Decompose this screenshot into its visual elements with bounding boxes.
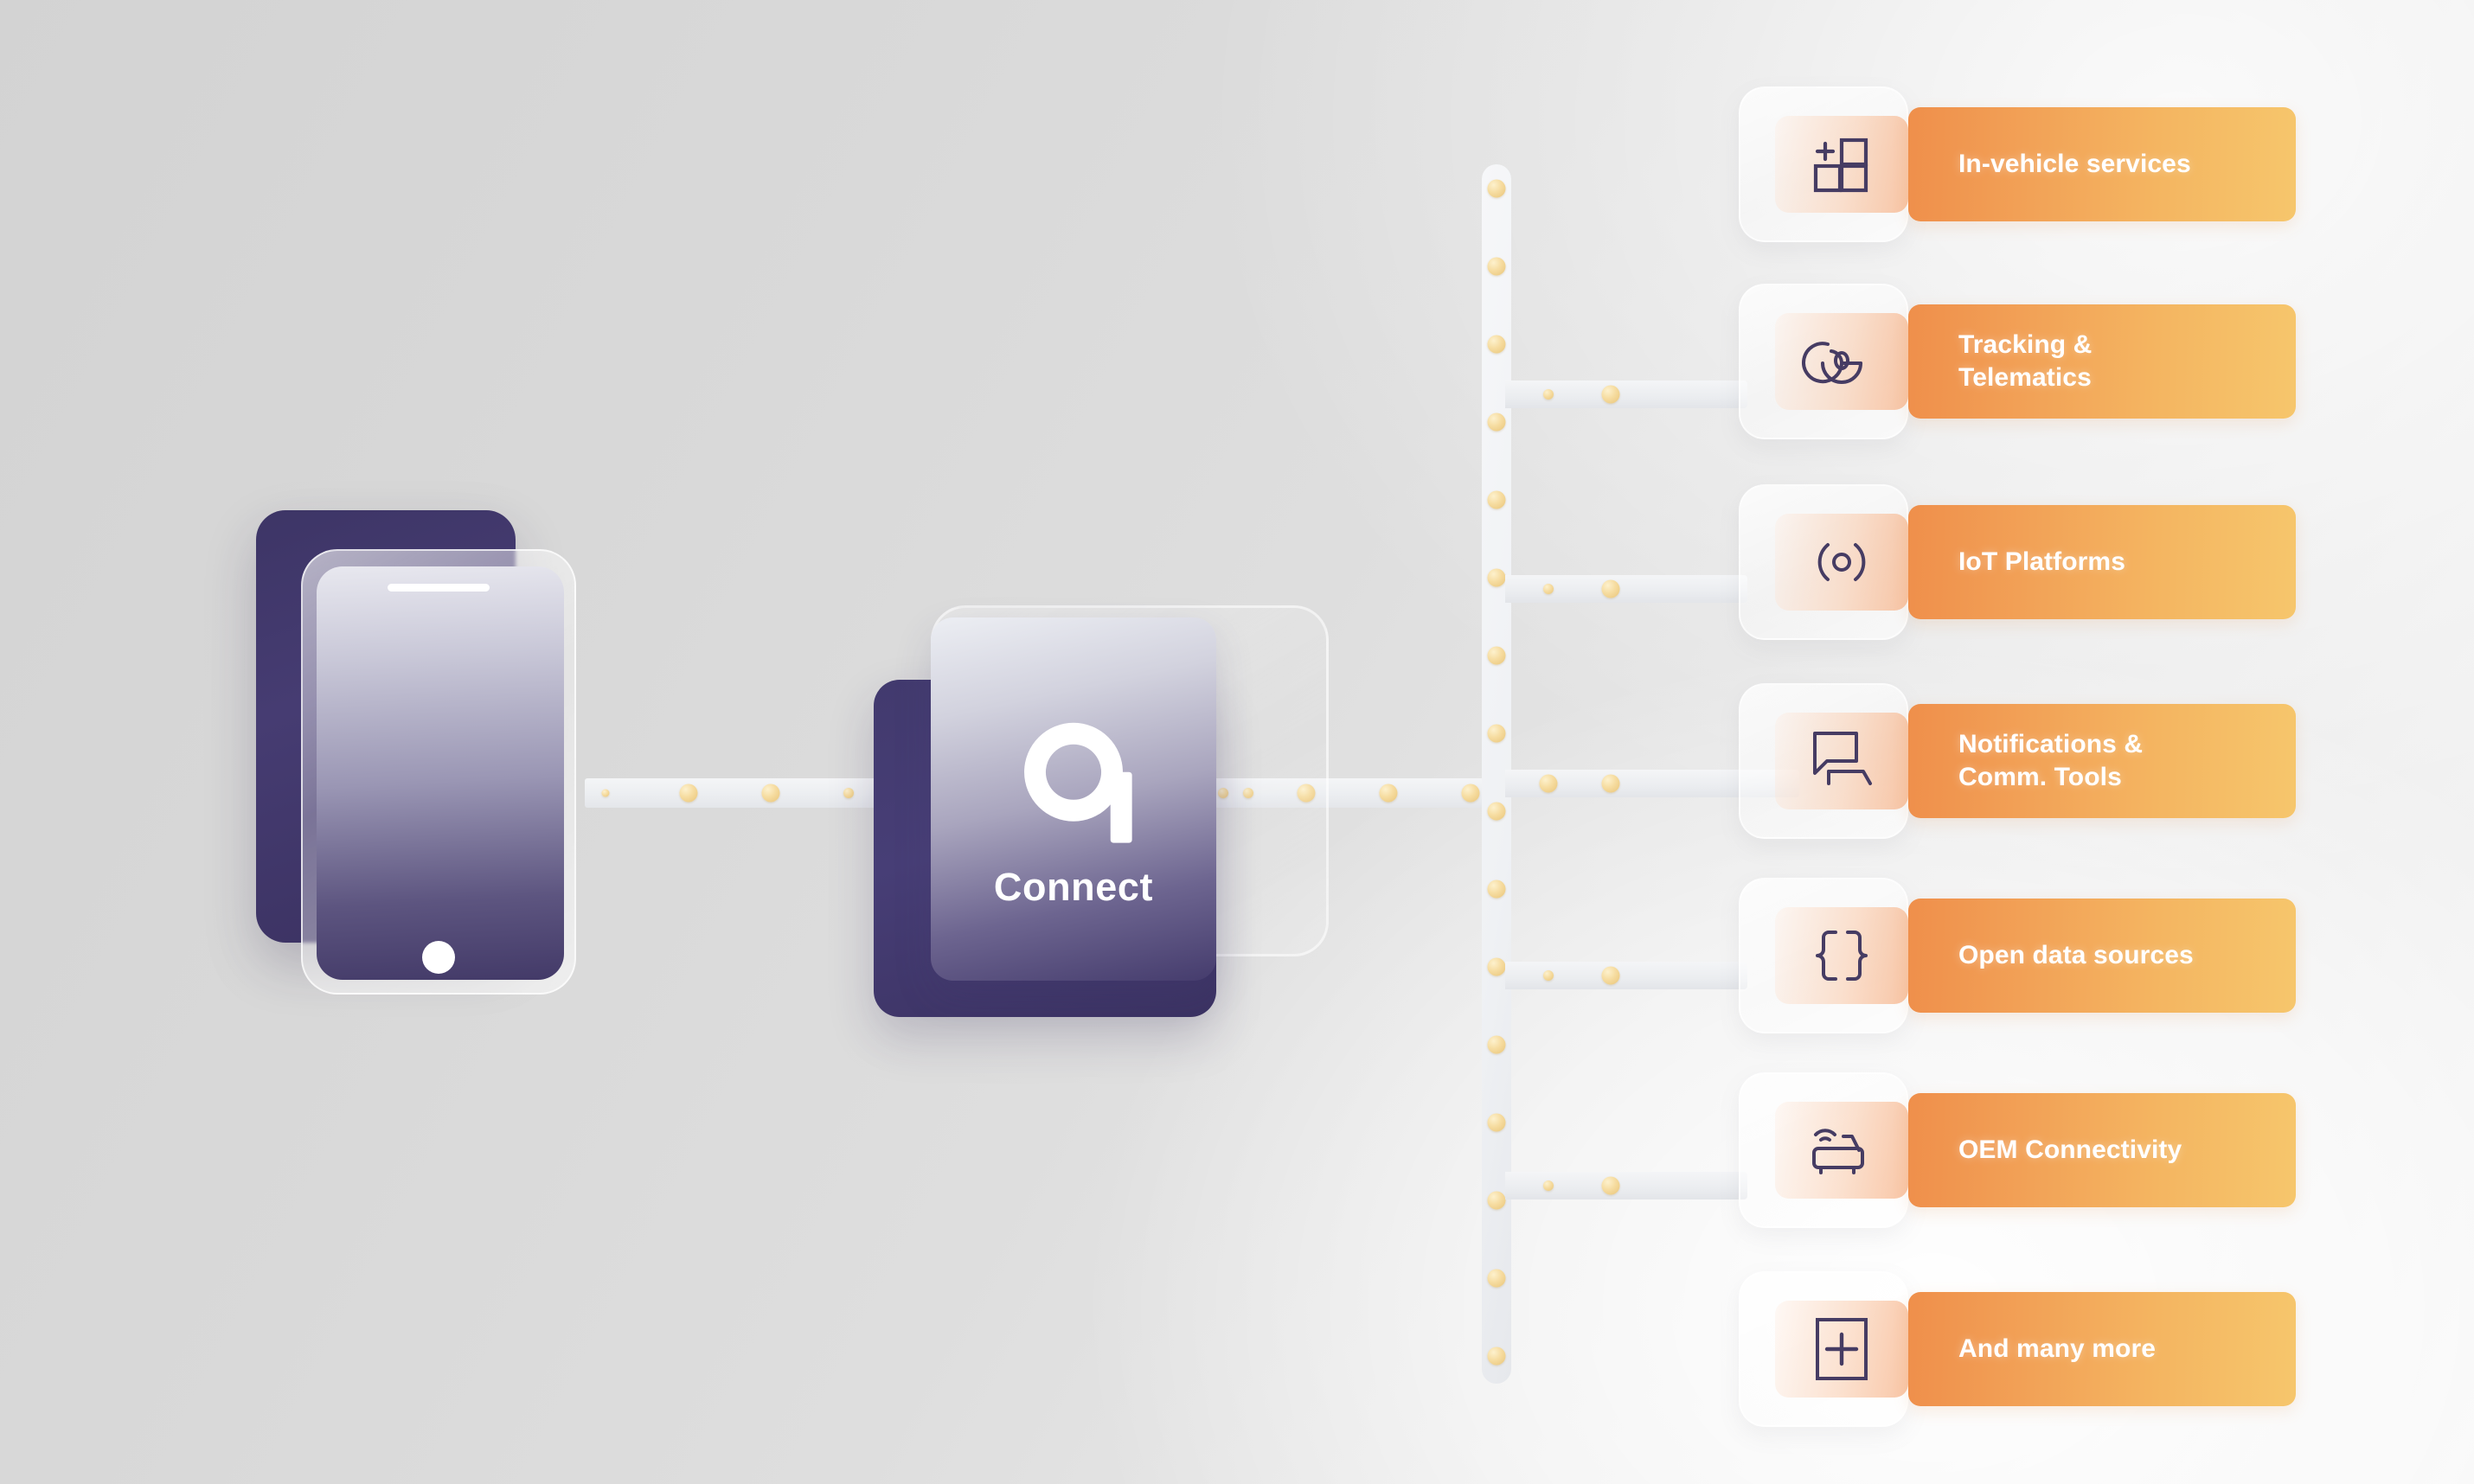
connector-dot — [1601, 1176, 1620, 1195]
connected-car-icon — [1775, 1102, 1908, 1199]
connector-dot — [1487, 568, 1506, 587]
item-pill[interactable]: IoT Platforms — [1908, 505, 2296, 619]
connect-hub-node: Connect — [874, 605, 1329, 1020]
connector-rail-hub-to-trunk — [1211, 778, 1497, 808]
plus-square-icon — [1775, 1301, 1908, 1398]
connector-dot — [1243, 788, 1253, 798]
connector-dot — [1379, 784, 1398, 803]
item-label: Tracking & Telematics — [1958, 329, 2093, 392]
connector-dot — [1487, 335, 1506, 354]
connector-rail-phone-to-hub — [585, 778, 905, 808]
connector-dot — [1297, 784, 1316, 803]
branch-arm — [1505, 1172, 1747, 1199]
connector-dot — [843, 788, 854, 798]
branch-arm — [1505, 575, 1747, 603]
connector-dot — [1487, 413, 1506, 432]
branch-arm — [1505, 381, 1747, 408]
hub-card: Connect — [931, 617, 1216, 981]
item-label: In-vehicle services — [1958, 149, 2191, 178]
chat-bubbles-icon — [1775, 713, 1908, 809]
phone-home-button-icon — [422, 941, 455, 974]
item-label: OEM Connectivity — [1958, 1135, 2182, 1164]
connector-dot — [1543, 970, 1554, 981]
connector-dot — [1487, 957, 1506, 976]
connector-dot — [1543, 389, 1554, 400]
connector-dot — [1487, 490, 1506, 509]
item-label: Open data sources — [1958, 940, 2194, 969]
radar-signal-icon — [1775, 313, 1908, 410]
item-label: IoT Platforms — [1958, 547, 2125, 576]
connector-dot — [1543, 1180, 1554, 1191]
connector-dot — [1601, 579, 1620, 598]
item-pill[interactable]: OEM Connectivity — [1908, 1093, 2296, 1207]
connector-dot — [1601, 774, 1620, 793]
item-pill[interactable]: And many more — [1908, 1292, 2296, 1406]
phone-speaker-icon — [388, 584, 490, 592]
connector-dot — [1487, 257, 1506, 276]
connector-dot — [1487, 646, 1506, 665]
item-pill[interactable]: Notifications & Comm. Tools — [1908, 704, 2296, 818]
connector-dot — [1487, 1035, 1506, 1054]
curly-braces-icon — [1775, 907, 1908, 1004]
connector-dot — [1487, 1346, 1506, 1366]
item-pill[interactable]: Open data sources — [1908, 899, 2296, 1013]
phone-glass-frame — [301, 549, 576, 995]
brand-a-logo-icon — [1024, 722, 1132, 843]
apps-grid-plus-icon — [1775, 116, 1908, 213]
item-label: And many more — [1958, 1334, 2157, 1363]
connector-dot — [1487, 880, 1506, 899]
connector-dot — [1487, 1191, 1506, 1210]
connector-dot — [1543, 584, 1554, 594]
item-pill[interactable]: In-vehicle services — [1908, 107, 2296, 221]
smartphone-node — [256, 510, 576, 995]
phone-screen — [317, 566, 564, 980]
connector-dot — [1461, 784, 1480, 803]
connector-dot — [1487, 1269, 1506, 1288]
hub-title: Connect — [993, 865, 1154, 909]
connector-dot — [1218, 788, 1228, 798]
item-label: Notifications & Comm. Tools — [1958, 729, 2144, 791]
branch-arm — [1505, 962, 1747, 989]
connector-dot — [1487, 179, 1506, 198]
connector-dot — [761, 784, 780, 803]
connector-dot — [679, 784, 698, 803]
connector-dot — [1487, 1113, 1506, 1132]
connector-dot — [1487, 724, 1506, 743]
connector-dot — [1487, 802, 1506, 821]
item-pill[interactable]: Tracking & Telematics — [1908, 304, 2296, 419]
connector-dot — [1601, 385, 1620, 404]
connector-dot — [1539, 774, 1558, 793]
connector-dot — [601, 789, 610, 797]
iot-node-icon — [1775, 514, 1908, 611]
connector-dot — [1601, 966, 1620, 985]
